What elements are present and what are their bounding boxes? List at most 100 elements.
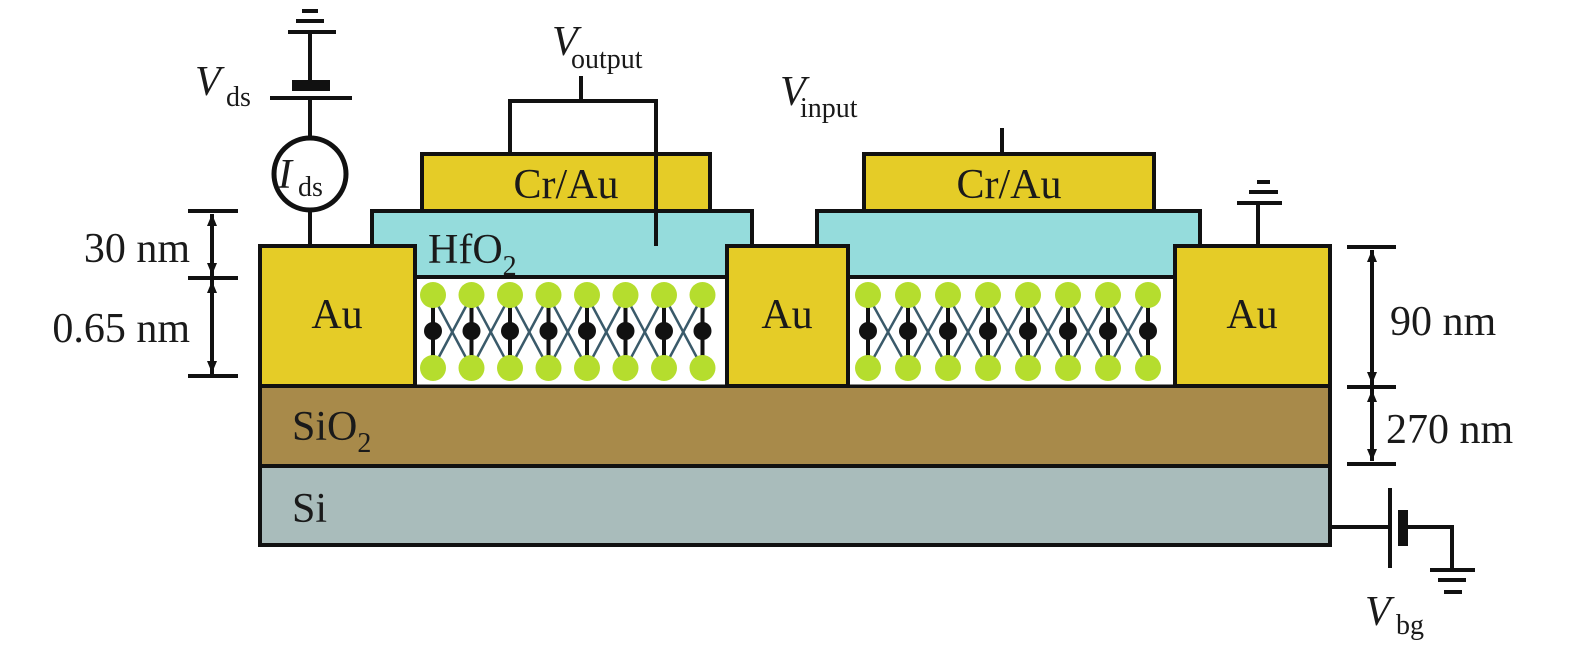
sulfur-atom xyxy=(689,282,716,308)
sulfur-atom xyxy=(895,355,921,381)
sulfur-atom xyxy=(420,282,446,308)
bond xyxy=(470,295,512,369)
molybdenum-atom xyxy=(1099,322,1117,340)
dimension-markers-right xyxy=(1347,245,1396,466)
molybdenum-atom xyxy=(859,322,877,340)
sulfur-atom xyxy=(1055,282,1081,308)
label-vds: V xyxy=(195,59,225,105)
ground-icon xyxy=(1237,180,1282,246)
label-cr-au-left: Cr/Au xyxy=(514,162,619,208)
bond xyxy=(508,295,550,369)
bond xyxy=(624,295,666,369)
bond xyxy=(866,295,910,369)
label-au-left: Au xyxy=(311,292,362,338)
bond xyxy=(662,295,704,369)
sulfur-atom xyxy=(689,355,716,381)
label-hfo2: HfO2 xyxy=(428,227,517,282)
sulfur-atom xyxy=(612,355,639,381)
bond xyxy=(585,295,627,369)
sulfur-atom xyxy=(574,355,600,381)
sulfur-atom xyxy=(458,282,485,308)
sulfur-atom xyxy=(574,282,600,308)
cr-au-gate-right xyxy=(862,152,1156,213)
hfo2-right xyxy=(815,209,1202,279)
label-vinput: V xyxy=(780,69,810,115)
label-voutput-sub: output xyxy=(571,44,643,75)
molybdenum-atom xyxy=(616,322,635,340)
sulfur-atom xyxy=(855,282,881,308)
sulfur-atom xyxy=(497,282,523,308)
sulfur-atom xyxy=(420,355,446,381)
sulfur-atom xyxy=(1015,282,1041,308)
label-au-middle: Au xyxy=(761,292,812,338)
label-vbg: V xyxy=(1365,589,1395,635)
molybdenum-atom xyxy=(979,322,997,340)
molybdenum-atom xyxy=(1139,322,1157,340)
bond xyxy=(1026,295,1070,369)
bond xyxy=(946,295,990,369)
dimension-0-65nm: 0.65 nm xyxy=(52,306,190,352)
molybdenum-atom xyxy=(1059,322,1077,340)
si-substrate xyxy=(258,464,1332,547)
sulfur-atom xyxy=(975,355,1001,381)
label-vds-sub: ds xyxy=(226,82,251,113)
bond xyxy=(906,295,950,369)
dimension-markers-left xyxy=(188,209,238,378)
vbg-circuit xyxy=(1330,488,1475,594)
sulfur-atom xyxy=(1055,355,1081,381)
sulfur-atom xyxy=(935,282,961,308)
hfo2-left xyxy=(370,209,754,279)
sulfur-atom xyxy=(1015,355,1041,381)
bond xyxy=(1106,295,1150,369)
bond xyxy=(547,295,589,369)
label-sio2: SiO2 xyxy=(292,404,371,459)
label-ids-sub: ds xyxy=(298,172,323,203)
mos2-lattice xyxy=(420,282,1161,381)
bond xyxy=(1066,295,1110,369)
sio2-layer xyxy=(258,384,1332,468)
label-si: Si xyxy=(292,486,327,532)
label-au-right: Au xyxy=(1226,292,1277,338)
bond xyxy=(986,295,1030,369)
molybdenum-atom xyxy=(539,322,558,340)
sulfur-atom xyxy=(1095,355,1121,381)
sulfur-atom xyxy=(651,282,677,308)
label-cr-au-right: Cr/Au xyxy=(957,162,1062,208)
cr-au-gate-left xyxy=(420,152,712,213)
sulfur-atom xyxy=(975,282,1001,308)
bond xyxy=(431,295,473,369)
molybdenum-atom xyxy=(578,322,596,340)
sulfur-atom xyxy=(855,355,881,381)
molybdenum-atom xyxy=(939,322,957,340)
dimension-30nm: 30 nm xyxy=(84,226,191,272)
au-contact-right xyxy=(1173,244,1332,388)
molybdenum-atom xyxy=(424,322,442,340)
au-contact-middle xyxy=(725,244,850,388)
sulfur-atom xyxy=(497,355,523,381)
label-ids: I xyxy=(277,152,294,198)
molybdenum-atom xyxy=(462,322,481,340)
dimension-90nm: 90 nm xyxy=(1390,299,1497,345)
sulfur-atom xyxy=(612,282,639,308)
molybdenum-atom xyxy=(899,322,917,340)
label-vinput-sub: input xyxy=(800,93,858,124)
voutput-wiring xyxy=(508,76,658,246)
sulfur-atom xyxy=(1135,355,1161,381)
au-contact-left xyxy=(258,244,417,388)
dimension-270nm: 270 nm xyxy=(1386,407,1514,453)
sulfur-atom xyxy=(895,282,921,308)
label-vbg-sub: bg xyxy=(1396,610,1424,641)
sulfur-atom xyxy=(535,355,562,381)
label-voutput: V xyxy=(552,19,582,65)
molybdenum-atom xyxy=(693,322,712,340)
sulfur-atom xyxy=(1095,282,1121,308)
sulfur-atom xyxy=(1135,282,1161,308)
molybdenum-atom xyxy=(1019,322,1037,340)
sulfur-atom xyxy=(935,355,961,381)
vds-circuit xyxy=(270,9,352,246)
molybdenum-atom xyxy=(655,322,673,340)
molybdenum-atom xyxy=(501,322,519,340)
sulfur-atom xyxy=(651,355,677,381)
sulfur-atom xyxy=(535,282,562,308)
